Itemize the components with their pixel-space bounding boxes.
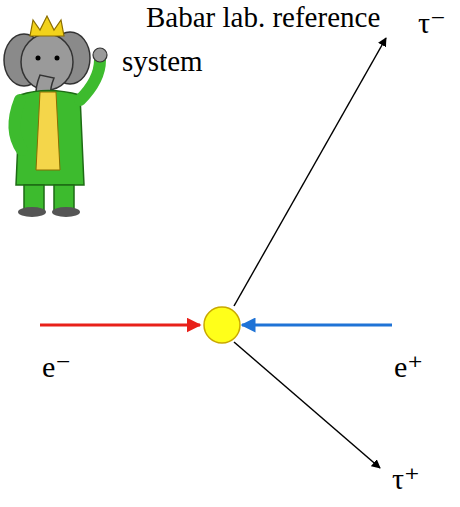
text-label: e⁺ (394, 350, 423, 383)
interaction-point (204, 307, 240, 343)
text-label: e⁻ (42, 350, 71, 383)
tau-plus-track (234, 342, 380, 468)
tau-minus-track (234, 38, 386, 306)
text-label: τ⁺ (392, 462, 420, 495)
text-label: system (122, 46, 203, 78)
text-label: Babar lab. reference (146, 2, 380, 34)
elephant-cartoon (4, 16, 107, 217)
electron-beam (40, 324, 200, 327)
text-label: τ⁻ (418, 6, 446, 39)
positron-beam (242, 324, 392, 327)
